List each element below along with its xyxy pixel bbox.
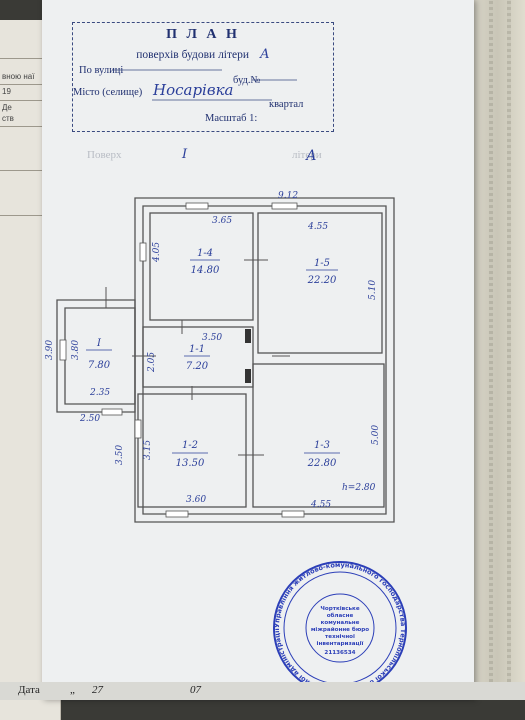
official-stamp: Управління житлово-комунального господар…	[273, 561, 407, 695]
date-label: Дата	[18, 684, 40, 696]
dimension-top: 9.12	[278, 191, 298, 201]
dimension-label: 2.35	[89, 388, 110, 398]
floor-plan-page: П Л А Н поверхів будови літери А По вули…	[42, 0, 474, 700]
stamp-code: 21136534	[324, 650, 355, 656]
stamp-text: обласне	[327, 612, 354, 619]
room-1-1-walls	[142, 326, 254, 388]
block-label: квартал	[269, 99, 304, 110]
dimension-label: 2.05	[147, 352, 157, 373]
room-1-5-area: 22.20	[307, 275, 337, 286]
faded-liter-value: А	[305, 148, 317, 164]
scale-label: Масштаб 1:	[205, 113, 258, 124]
room-1-2-number: 1-2	[182, 440, 198, 451]
dimension-label: 4.55	[307, 222, 328, 232]
room-1-4-number: 1-4	[197, 248, 213, 259]
extension-outer-wall	[56, 299, 136, 413]
stamp-text: комунальне	[321, 620, 360, 626]
stamp-text: інвентаризації	[317, 641, 364, 647]
city-value: Носарівка	[153, 81, 234, 99]
dimension-label: 3.50	[202, 333, 222, 343]
room-1-5-walls	[257, 212, 383, 354]
dimension-label: 2.50	[79, 414, 100, 424]
room-1-4-walls	[149, 212, 254, 321]
stamp-text: міжрайонне бюро	[311, 626, 369, 633]
date-day: 27	[92, 684, 103, 696]
room-1-1-area: 7.20	[186, 361, 209, 372]
room-1-4-area: 14.80	[191, 265, 220, 276]
inner-wall	[142, 205, 387, 515]
street-label: По вулиці	[79, 65, 124, 76]
room-i-area: 7.80	[88, 360, 111, 371]
house-label: буд.№	[233, 75, 261, 86]
dimension-label: 3.60	[186, 495, 206, 505]
room-1-2-area: 13.50	[176, 458, 205, 469]
dimension-label: 3.15	[143, 440, 153, 460]
city-label: Місто (селище)	[73, 87, 143, 98]
room-1-5-number: 1-5	[314, 258, 330, 269]
dimension-label: 5.00	[371, 425, 381, 445]
plan-subtitle-text: поверхів будови літери	[136, 49, 250, 61]
dimension-label: 4.55	[310, 500, 331, 510]
room-1-3-walls	[252, 363, 385, 508]
stamp-text: технічної	[325, 634, 355, 640]
room-i-number: І	[96, 338, 102, 349]
plan-header-box: П Л А Н поверхів будови літери А По вули…	[72, 22, 334, 132]
room-1-3-area: 22.80	[307, 458, 337, 469]
dimension-label: 4.05	[152, 242, 162, 263]
room-1-1-number: 1-1	[189, 344, 205, 355]
faded-floor-number: І	[181, 147, 188, 162]
floor-plan-drawing: Поверх літери І А	[45, 69, 407, 695]
dimension-label: 5.10	[368, 280, 378, 300]
outer-wall	[134, 197, 395, 523]
faded-liter-text: літери	[292, 149, 322, 161]
dimension-label: 3.80	[71, 340, 81, 360]
left-margin-text: ств	[2, 114, 14, 123]
left-margin-text: Де	[2, 103, 12, 112]
dimension-label: 3.90	[45, 340, 55, 360]
left-margin-text: вною наї	[2, 72, 35, 81]
date-quote: „	[70, 684, 75, 696]
dimension-label: 3.65	[212, 216, 232, 226]
left-margin-text: 19	[2, 87, 11, 96]
dimension-label: 3.50	[115, 445, 125, 465]
height-label: h=2.80	[342, 483, 376, 493]
stamp-text: Чортківське	[320, 606, 360, 612]
faded-floor-text: Поверх	[87, 149, 122, 161]
extension-inner-wall	[64, 307, 136, 405]
plan-subtitle: поверхів будови літери А	[73, 47, 333, 62]
date-month: 07	[190, 684, 201, 696]
room-1-3-number: 1-3	[314, 440, 330, 451]
letter-handwritten: А	[259, 47, 270, 62]
plan-title: П Л А Н	[166, 27, 240, 42]
footer-date-strip: Дата „ 27 07	[0, 682, 525, 700]
